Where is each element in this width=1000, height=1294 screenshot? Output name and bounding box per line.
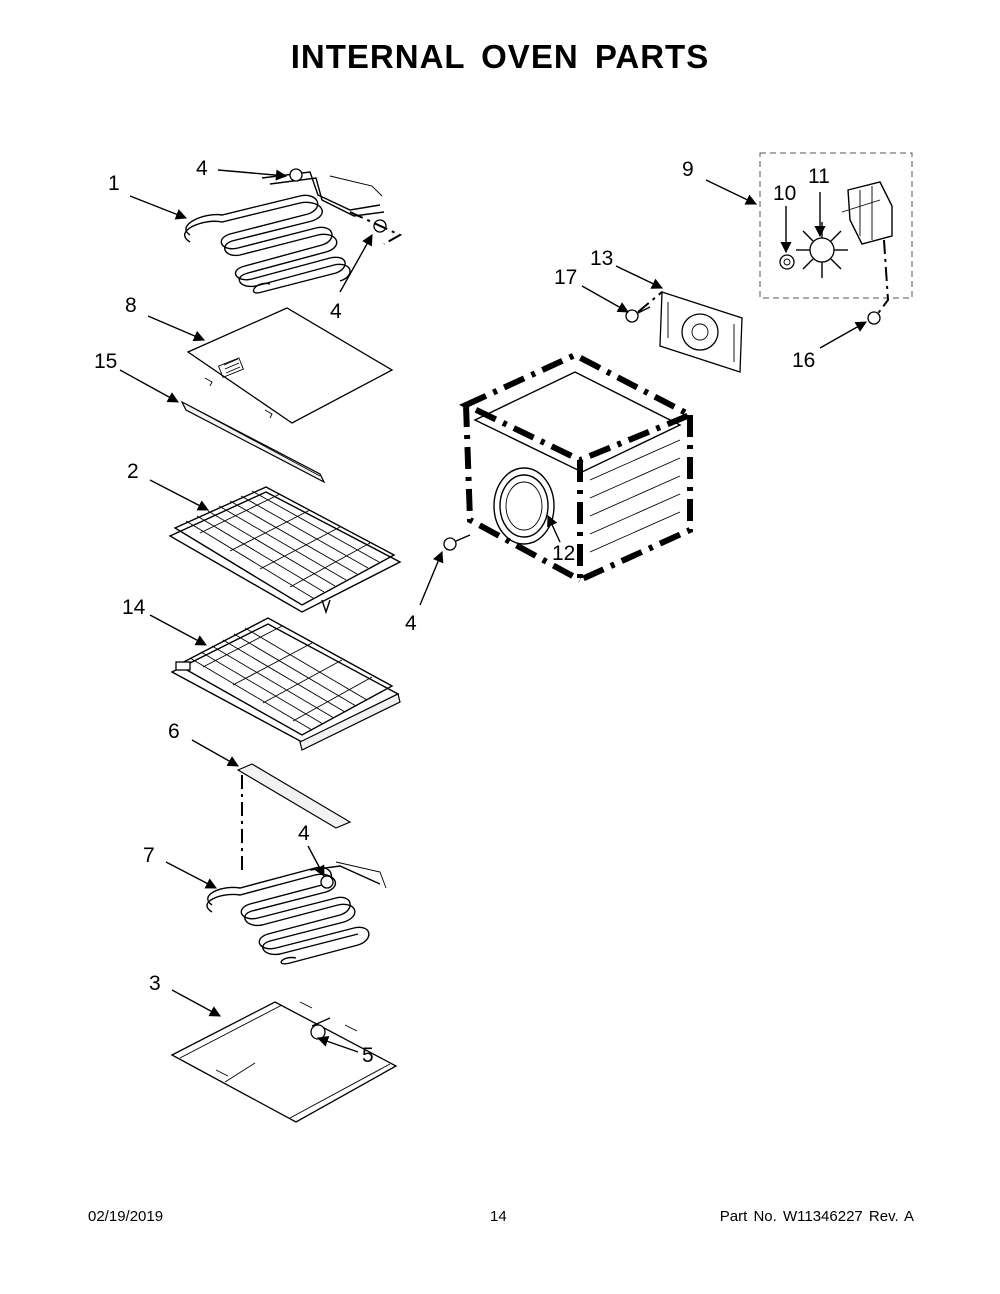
bake-element-cover xyxy=(236,763,352,872)
oven-bottom-panel xyxy=(170,1001,398,1123)
convection-fan-cover xyxy=(637,291,743,373)
cavity-screw xyxy=(443,534,471,551)
callout-14: 14 xyxy=(122,596,146,619)
callout-13: 13 xyxy=(590,247,613,270)
callout-11: 11 xyxy=(808,165,830,188)
callout-7: 7 xyxy=(143,844,155,867)
footer-part-number: Part No. W11346227 Rev. A xyxy=(719,1208,914,1225)
callout-4-broil-lower: 4 xyxy=(330,300,342,323)
callout-16: 16 xyxy=(792,349,815,372)
broil-shield xyxy=(186,307,394,424)
callout-4-cavity: 4 xyxy=(405,612,417,635)
convection-assembly-group xyxy=(759,152,913,317)
sliding-rack xyxy=(170,617,401,751)
callout-8: 8 xyxy=(125,294,137,317)
page-title: INTERNAL OVEN PARTS xyxy=(290,38,710,75)
broil-element xyxy=(184,168,403,294)
callout-10: 10 xyxy=(773,182,796,205)
callout-9: 9 xyxy=(682,158,694,181)
callout-2: 2 xyxy=(127,460,139,483)
callout-17: 17 xyxy=(554,266,577,289)
callout-3: 3 xyxy=(149,972,161,995)
callout-6: 6 xyxy=(168,720,180,743)
leader-arrows xyxy=(119,169,867,1053)
callout-4-bake: 4 xyxy=(298,822,310,845)
callout-5: 5 xyxy=(362,1044,374,1067)
footer-page-number: 14 xyxy=(490,1208,507,1225)
motor-screw xyxy=(867,311,881,325)
bottom-panel-screw xyxy=(310,1017,331,1040)
callout-4-broil-upper: 4 xyxy=(196,157,208,180)
oven-rack xyxy=(168,486,402,615)
callout-15: 15 xyxy=(94,350,117,373)
callout-12: 12 xyxy=(552,542,575,565)
callout-1: 1 xyxy=(108,172,120,195)
fan-cover-screw xyxy=(625,306,651,323)
bake-element xyxy=(206,861,387,965)
footer-date: 02/19/2019 xyxy=(88,1208,164,1225)
vent-trim xyxy=(180,400,326,484)
oven-cavity xyxy=(458,351,698,583)
